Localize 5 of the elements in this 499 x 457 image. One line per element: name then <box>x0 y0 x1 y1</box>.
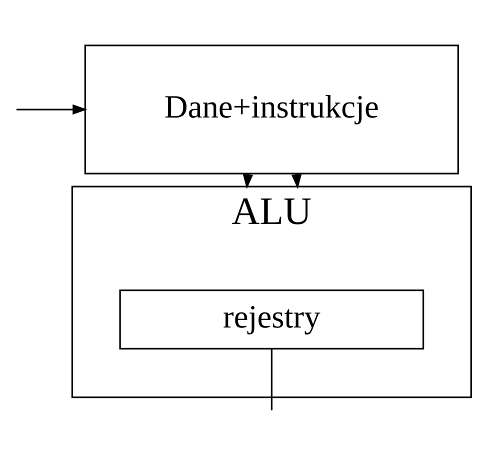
connector <box>270 348 272 410</box>
arrow <box>242 174 254 189</box>
arrow <box>291 174 302 189</box>
arrow <box>16 104 88 115</box>
node-box: rejestry <box>119 290 424 350</box>
